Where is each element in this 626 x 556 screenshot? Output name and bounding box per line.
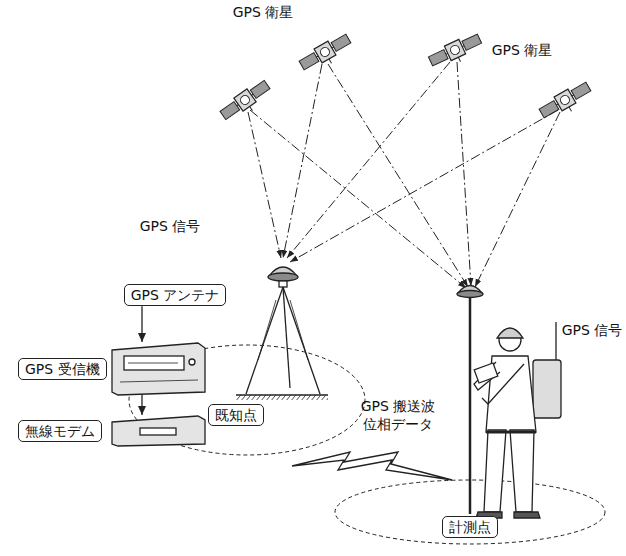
signal-cable-arrow	[141, 306, 142, 342]
radio-modem-device	[112, 416, 205, 446]
gps-receiver-device	[112, 343, 205, 395]
receiver-label-box: GPS 受信機	[18, 343, 206, 395]
antenna-label-box: GPS アンテナ	[124, 284, 227, 306]
reference-antenna-tripod	[236, 267, 328, 400]
data-link-label: GPS 搬送波 位相データ	[356, 398, 440, 433]
measure-point-box: 計測点	[442, 516, 498, 538]
node-text: 無線モデム	[18, 420, 102, 442]
node-text: 計測点	[449, 518, 491, 536]
node-text: GPS 受信機	[18, 358, 107, 380]
node-text: GPS アンテナ	[131, 286, 220, 304]
surveyor-with-rover	[457, 286, 561, 519]
gps-satellite	[218, 31, 595, 126]
gps-signal-line	[248, 62, 560, 288]
signal-label: GPS 信号	[562, 322, 623, 340]
satellite-label: GPS 衛星	[233, 4, 294, 22]
signal-label: GPS 信号	[140, 218, 201, 236]
signal-cable-arrow	[141, 395, 142, 415]
satellite-label: GPS 衛星	[492, 42, 553, 60]
radio-link-zigzag	[292, 452, 452, 480]
node-text: 既知点	[215, 406, 257, 424]
modem-label-box: 無線モデム	[18, 416, 206, 446]
known-point-box: 既知点	[208, 404, 264, 426]
